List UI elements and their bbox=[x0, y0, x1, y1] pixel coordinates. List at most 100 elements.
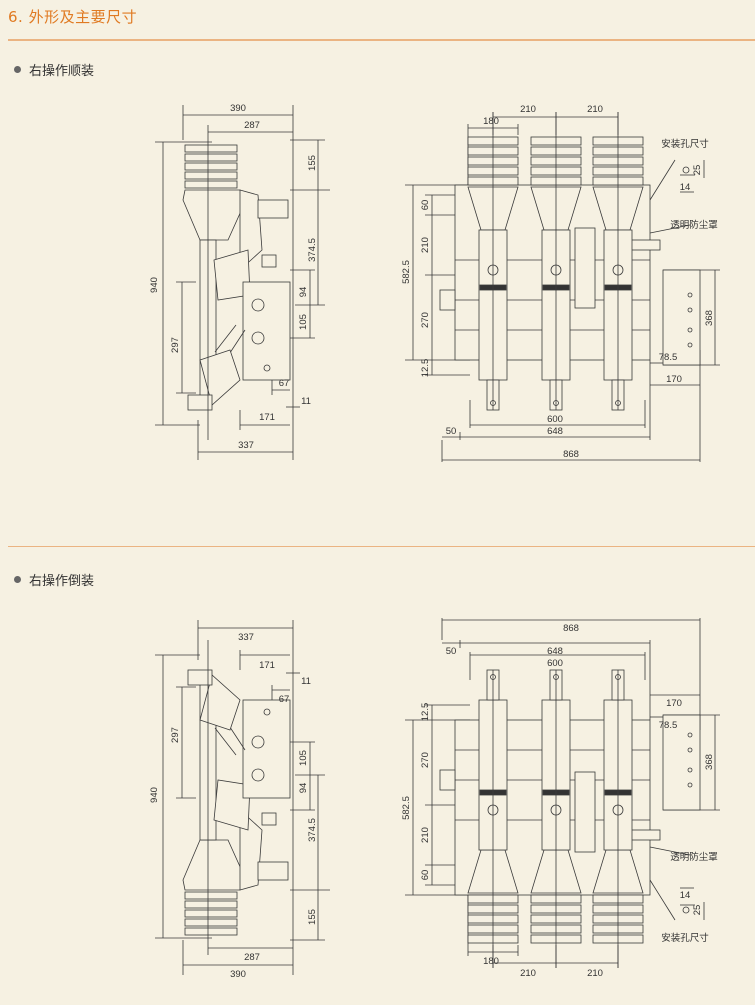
bracket bbox=[239, 809, 263, 891]
dimension-label: 390 bbox=[230, 103, 246, 114]
bolt bbox=[687, 732, 693, 738]
dimension-label: 78.5 bbox=[659, 720, 678, 731]
dimension-label: 374.5 bbox=[307, 238, 318, 262]
side-plate bbox=[662, 269, 701, 366]
dimension-label: 50 bbox=[446, 646, 457, 657]
bolt bbox=[263, 708, 271, 716]
dimension-label: 78.5 bbox=[659, 352, 678, 363]
dimension-label: 155 bbox=[307, 909, 318, 925]
dimension-label: 210 bbox=[520, 968, 536, 979]
dimension-label: 868 bbox=[563, 449, 579, 460]
insulator-rib bbox=[184, 891, 238, 900]
dimension-label: 270 bbox=[420, 752, 431, 768]
dimension-label: 368 bbox=[704, 754, 715, 770]
dimension-label: 安装孔尺寸 bbox=[661, 138, 709, 150]
spring-hub bbox=[251, 298, 265, 312]
mechanism-plate bbox=[242, 281, 291, 381]
insulator-body bbox=[182, 189, 247, 241]
bolt bbox=[687, 327, 693, 333]
leader-line bbox=[649, 159, 676, 201]
dimension-label: 582.5 bbox=[401, 796, 412, 820]
dimension-label: 透明防尘罩 bbox=[670, 219, 718, 231]
bolt bbox=[687, 782, 693, 788]
dimension-label: 210 bbox=[420, 827, 431, 843]
dimension-label: 940 bbox=[149, 787, 160, 803]
dimension-label: 105 bbox=[298, 750, 309, 766]
dimension-label: 透明防尘罩 bbox=[670, 851, 718, 863]
spring-hub bbox=[251, 331, 265, 345]
shaft bbox=[629, 829, 661, 841]
dimension-label: 648 bbox=[547, 646, 563, 657]
dimension-label: 210 bbox=[587, 968, 603, 979]
dimension-label: 337 bbox=[238, 440, 254, 451]
section-label: 右操作顺装 bbox=[29, 64, 95, 79]
dimension-label: 940 bbox=[149, 277, 160, 293]
dimension-label: 180 bbox=[483, 956, 499, 967]
section-divider bbox=[8, 546, 755, 547]
insulator-rib bbox=[184, 909, 238, 918]
left-bracket bbox=[439, 769, 456, 791]
earthing-switch bbox=[574, 227, 596, 309]
insulator-rib bbox=[184, 927, 238, 936]
mechanism-plate bbox=[242, 699, 291, 799]
section-heading-inverted: 右操作倒装 bbox=[14, 570, 94, 589]
dimension-label: 210 bbox=[420, 237, 431, 253]
dimension-label: 11 bbox=[301, 676, 311, 687]
drawing-geometry bbox=[155, 105, 720, 462]
insulator-body bbox=[182, 839, 247, 891]
dimension-label: 安装孔尺寸 bbox=[661, 932, 709, 944]
bottom-bracket bbox=[187, 394, 213, 411]
dimension-label: 600 bbox=[547, 414, 563, 425]
dimension-label: 25 bbox=[692, 165, 703, 176]
dimension-label: 210 bbox=[587, 104, 603, 115]
dimension-label: 374.5 bbox=[307, 818, 318, 842]
spring-hub bbox=[251, 735, 265, 749]
dimension-label: 287 bbox=[244, 952, 260, 963]
dimension-label: 337 bbox=[238, 632, 254, 643]
dimension-label: 287 bbox=[244, 120, 260, 131]
dimension-label: 60 bbox=[420, 200, 431, 211]
bullet-icon bbox=[14, 66, 21, 73]
dimension-label: 155 bbox=[307, 155, 318, 171]
dimension-label: 170 bbox=[666, 698, 682, 709]
bolt bbox=[687, 342, 693, 348]
dimension-label: 94 bbox=[298, 287, 309, 298]
insulator-rib bbox=[184, 162, 238, 171]
spring-hub bbox=[251, 768, 265, 782]
nameplate bbox=[257, 199, 289, 219]
section-heading-upright: 右操作顺装 bbox=[14, 60, 94, 79]
page-title: 6. 外形及主要尺寸 bbox=[8, 8, 138, 26]
dimension-label: 171 bbox=[259, 412, 275, 423]
insulator-rib bbox=[184, 900, 238, 909]
dimension-label: 368 bbox=[704, 310, 715, 326]
bottom-bracket bbox=[187, 669, 213, 686]
insulator-rib bbox=[184, 144, 238, 153]
dimension-label: 14 bbox=[680, 182, 691, 193]
dimension-label: 14 bbox=[680, 890, 691, 901]
arm bbox=[214, 324, 237, 353]
dimension-label: 170 bbox=[666, 374, 682, 385]
bolt bbox=[687, 767, 693, 773]
bolt bbox=[687, 292, 693, 298]
dimension-label: 67 bbox=[279, 378, 290, 389]
insulator-rib bbox=[184, 180, 238, 189]
dimension-label: 12.5 bbox=[420, 703, 431, 722]
dimension-label: 600 bbox=[547, 658, 563, 669]
drawing-geometry bbox=[155, 618, 720, 975]
dimension-label: 67 bbox=[279, 694, 290, 705]
insulator-rib bbox=[184, 918, 238, 927]
label-plate bbox=[261, 812, 277, 826]
dimension-label: 94 bbox=[298, 783, 309, 794]
leader-line bbox=[649, 879, 676, 921]
dimension-label: 12.5 bbox=[420, 359, 431, 378]
bolt bbox=[687, 747, 693, 753]
dimension-label: 390 bbox=[230, 969, 246, 980]
dimension-label: 582.5 bbox=[401, 260, 412, 284]
dimension-label: 171 bbox=[259, 660, 275, 671]
bolt bbox=[687, 307, 693, 313]
nameplate bbox=[257, 861, 289, 881]
dimension-label: 11 bbox=[301, 396, 311, 407]
